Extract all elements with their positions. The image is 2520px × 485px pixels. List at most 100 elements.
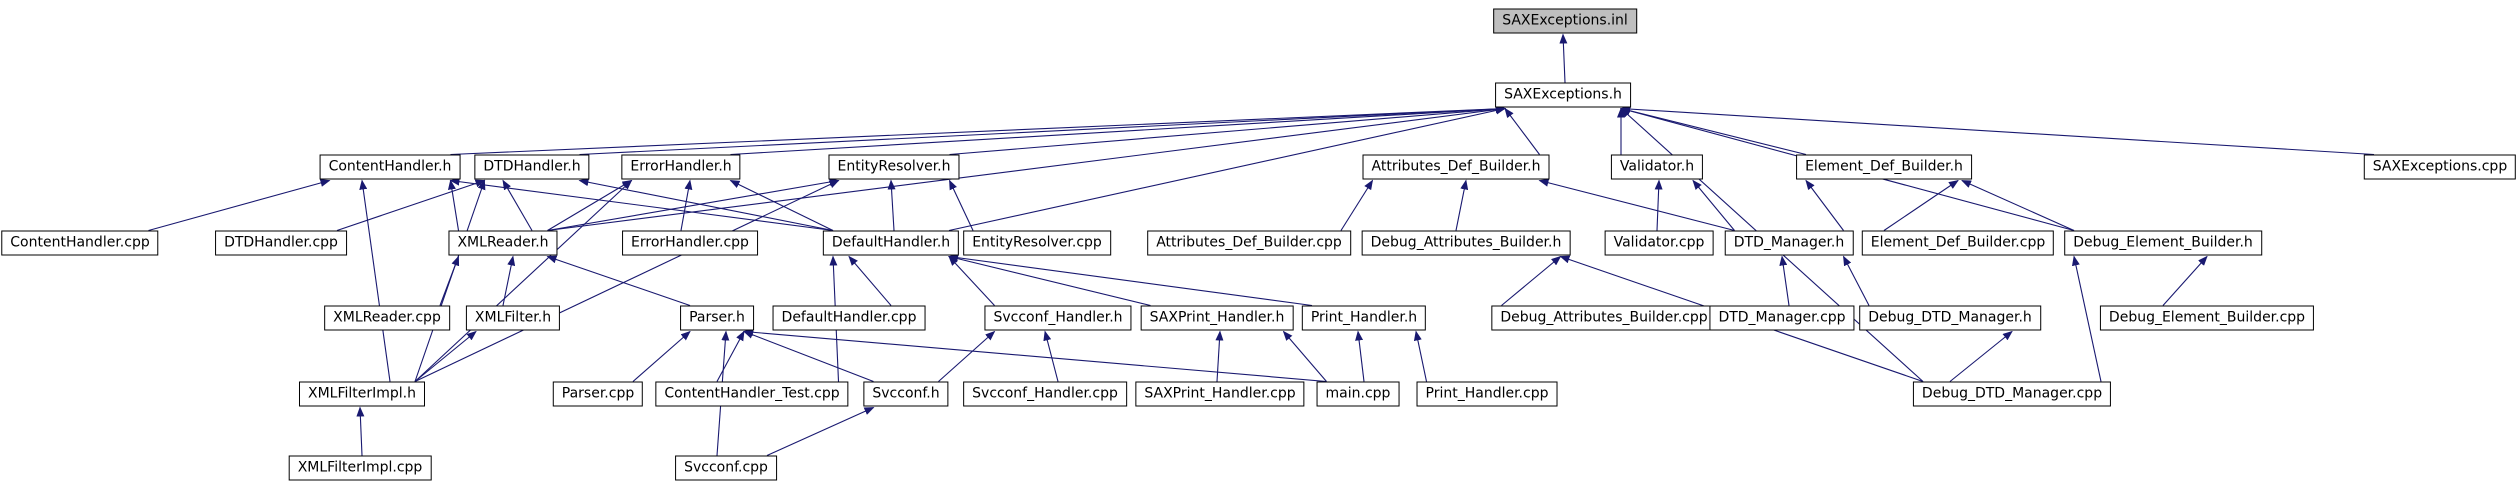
node-parser-cpp[interactable]: Parser.cpp	[552, 381, 644, 407]
node-debug-element-builder-cpp[interactable]: Debug_Element_Builder.cpp	[2099, 305, 2315, 331]
edge-dh_h-to-er_h	[887, 179, 896, 231]
edge-dtdm_h-to-adb_h	[1538, 178, 1735, 232]
node-dtdhandler-h[interactable]: DTDHandler.h	[474, 154, 590, 180]
node-dtd-manager-h[interactable]: DTD_Manager.h	[1724, 230, 1854, 256]
edge-dab_h-to-adb_h	[1455, 179, 1469, 231]
edge-dtdh_h-to-saxh	[579, 104, 1506, 156]
edge-svc_h-to-parser_h	[743, 330, 874, 383]
edge-dh_h-to-eh_h	[729, 180, 834, 231]
edge-ch_cpp-to-ch_h	[148, 179, 331, 232]
edge-ddm_cpp-to-deb_h	[2071, 255, 2102, 382]
edge-main_cpp-to-ph_h	[1355, 330, 1365, 382]
edge-ch_h-to-saxh	[450, 104, 1506, 156]
node-entityresolver-cpp[interactable]: EntityResolver.cpp	[963, 230, 1111, 256]
node-debug-attributes-builder-h[interactable]: Debug_Attributes_Builder.h	[1361, 230, 1571, 256]
node-validator-h[interactable]: Validator.h	[1610, 154, 1704, 180]
node-contenthandler-cpp[interactable]: ContentHandler.cpp	[1, 230, 159, 256]
node-contenthandler-test-cpp[interactable]: ContentHandler_Test.cpp	[655, 381, 849, 407]
edge-dh_cpp-to-dh_h	[848, 255, 892, 306]
node-svcconf-h[interactable]: Svcconf.h	[863, 381, 949, 407]
edge-deb_cpp-to-deb_h	[2162, 255, 2208, 306]
node-debug-dtd-manager-h[interactable]: Debug_DTD_Manager.h	[1859, 305, 2041, 331]
node-svcconf-handler-h[interactable]: Svcconf_Handler.h	[984, 305, 1132, 331]
edge-eh_h-to-saxh	[730, 105, 1506, 156]
edge-saxp_h-to-dh_h	[948, 254, 1151, 307]
edge-xr_h-to-eh_h	[547, 179, 633, 231]
node-print-handler-h[interactable]: Print_Handler.h	[1301, 305, 1427, 331]
node-xmlfilterimpl-h[interactable]: XMLFilterImpl.h	[298, 381, 426, 407]
node-validator-cpp[interactable]: Validator.cpp	[1604, 230, 1714, 256]
edge-xf_h-to-xr_h	[502, 255, 516, 306]
edge-ddm_cpp-to-ddm_h	[1949, 330, 2013, 382]
node-xmlreader-h[interactable]: XMLReader.h	[448, 230, 558, 256]
node-xmlfilterimpl-cpp[interactable]: XMLFilterImpl.cpp	[288, 455, 432, 481]
node-defaulthandler-cpp[interactable]: DefaultHandler.cpp	[772, 305, 926, 331]
node-xmlreader-cpp[interactable]: XMLReader.cpp	[324, 305, 450, 331]
node-dtd-manager-cpp[interactable]: DTD_Manager.cpp	[1709, 305, 1855, 331]
edge-xr_h-to-er_h	[547, 178, 840, 232]
node-element-def-builder-h[interactable]: Element_Def_Builder.h	[1796, 154, 1972, 180]
node-attributes-def-builder-cpp[interactable]: Attributes_Def_Builder.cpp	[1147, 230, 1351, 256]
edge-ph_cpp-to-ph_h	[1413, 330, 1428, 382]
node-saxprint-handler-h[interactable]: SAXPrint_Handler.h	[1140, 305, 1294, 331]
node-errorhandler-cpp[interactable]: ErrorHandler.cpp	[622, 230, 758, 256]
edge-svc_cpp-to-svc_h	[766, 406, 875, 457]
node-saxprint-handler-cpp[interactable]: SAXPrint_Handler.cpp	[1135, 381, 1305, 407]
node-svcconf-cpp[interactable]: Svcconf.cpp	[675, 455, 777, 481]
edge-xr_h-to-ch_h	[447, 179, 460, 231]
node-main-cpp[interactable]: main.cpp	[1316, 381, 1400, 407]
node-debug-dtd-manager-cpp[interactable]: Debug_DTD_Manager.cpp	[1912, 381, 2112, 407]
node-dtdhandler-cpp[interactable]: DTDHandler.cpp	[215, 230, 347, 256]
edge-xr_cpp-to-xr_h	[439, 255, 460, 306]
edge-deb_h-to-edb_h	[1961, 179, 2075, 232]
edge-svc_h-to-svch_h	[938, 330, 996, 382]
edge-dtdm_h-to-edb_h	[1805, 179, 1844, 231]
edge-xfi_h-to-xf_h	[414, 330, 477, 382]
edge-saxh-to-inl	[1559, 33, 1568, 83]
node-errorhandler-h[interactable]: ErrorHandler.h	[621, 154, 741, 180]
edge-dh_h-to-ch_h	[449, 177, 834, 232]
node-defaulthandler-h[interactable]: DefaultHandler.h	[822, 230, 960, 256]
edge-sax_cpp-to-saxh	[1620, 105, 2375, 156]
edge-parser_h-to-xr_h	[546, 255, 691, 307]
node-debug-element-builder-h[interactable]: Debug_Element_Builder.h	[2064, 230, 2262, 256]
edge-dtdm_h-to-val_h	[1692, 179, 1735, 231]
edge-main_cpp-to-parser_h	[743, 328, 1327, 383]
node-saxexceptions-h[interactable]: SAXExceptions.h	[1495, 82, 1631, 108]
node-print-handler-cpp[interactable]: Print_Handler.cpp	[1416, 381, 1558, 407]
edge-saxp_cpp-to-saxp_h	[1215, 330, 1224, 382]
edge-er_cpp-to-er_h	[949, 179, 974, 231]
node-element-def-builder-cpp[interactable]: Element_Def_Builder.cpp	[1861, 230, 2055, 256]
edge-ph_h-to-dh_h	[948, 253, 1313, 307]
node-xmlfilter-h[interactable]: XMLFilter.h	[465, 305, 561, 331]
node-attributes-def-builder-h[interactable]: Attributes_Def_Builder.h	[1362, 154, 1550, 180]
edge-dh_h-to-saxh	[948, 106, 1506, 232]
edge-er_h-to-saxh	[949, 105, 1506, 156]
edge-eh_cpp-to-eh_h	[680, 179, 693, 231]
node-contenthandler-h[interactable]: ContentHandler.h	[319, 154, 461, 180]
node-entityresolver-h[interactable]: EntityResolver.h	[828, 154, 960, 180]
edge-svch_h-to-dh_h	[948, 255, 995, 306]
edge-ddm_h-to-dtdm_h	[1843, 255, 1870, 306]
edge-svch_cpp-to-svch_h	[1043, 330, 1059, 382]
edge-parser_cpp-to-parser_h	[632, 330, 691, 382]
node-saxexceptions-inl[interactable]: SAXExceptions.inl	[1493, 8, 1637, 34]
node-svcconf-handler-cpp[interactable]: Svcconf_Handler.cpp	[963, 381, 1127, 407]
edge-xfi_h-to-ch_h	[359, 179, 391, 382]
node-debug-attributes-builder-cpp[interactable]: Debug_Attributes_Builder.cpp	[1491, 305, 1717, 331]
edge-adb_h-to-saxh	[1504, 107, 1540, 155]
edge-dab_cpp-to-dab_h	[1501, 255, 1562, 306]
edge-xfi_h-to-er_h	[414, 180, 840, 382]
edge-xr_h-to-saxh	[547, 105, 1506, 232]
edge-adb_cpp-to-adb_h	[1340, 179, 1374, 231]
edge-main_cpp-to-saxp_h	[1282, 330, 1327, 382]
edge-val_cpp-to-val_h	[1654, 179, 1663, 231]
node-parser-h[interactable]: Parser.h	[680, 305, 754, 331]
edge-xfi_h-to-eh_h	[414, 179, 633, 382]
node-saxexceptions-cpp[interactable]: SAXExceptions.cpp	[2363, 154, 2517, 180]
edge-cht_cpp-to-parser_h	[716, 330, 745, 382]
edge-dtdm_cpp-to-dtdm_h	[1779, 255, 1790, 306]
edge-xfi_cpp-to-xfi_h	[356, 406, 365, 456]
